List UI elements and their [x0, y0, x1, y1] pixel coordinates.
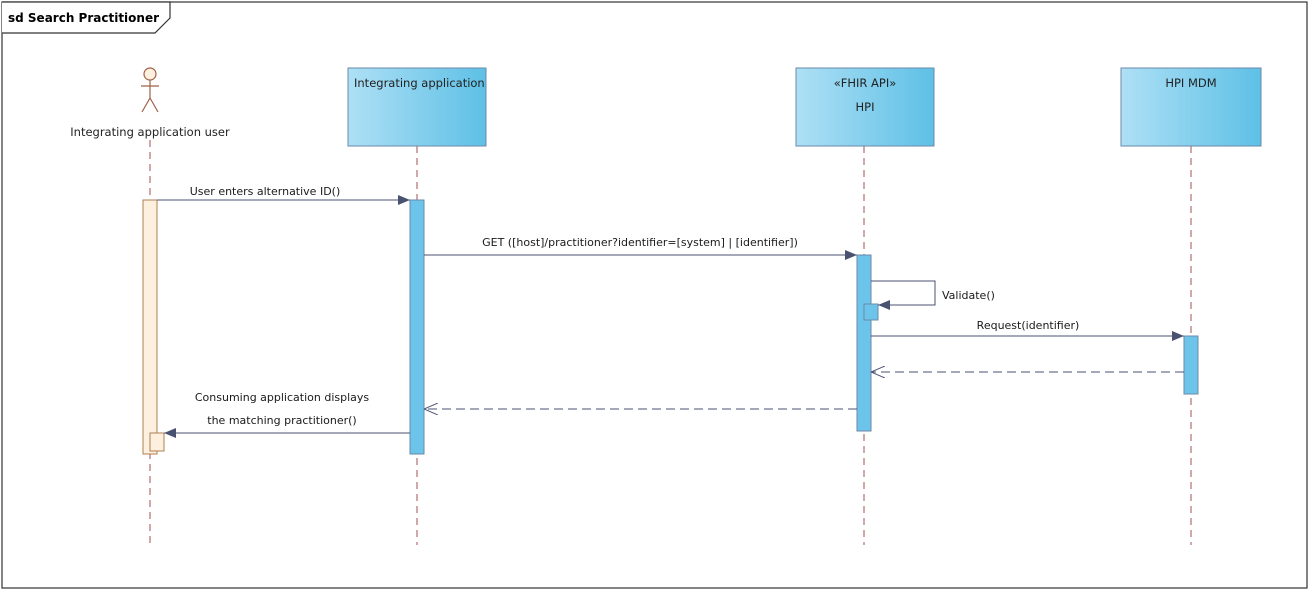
participant-name: Integrating application [354, 76, 485, 90]
message-request-identifier: Request(identifier) [871, 319, 1184, 341]
activations [142, 199, 1199, 455]
participant-name: HPI MDM [1165, 76, 1216, 90]
activation-user [142, 199, 158, 455]
message-label: Request(identifier) [977, 319, 1080, 332]
message-validate: Validate() [871, 280, 995, 310]
message-label-line-2: the matching practitioner() [207, 414, 356, 427]
message-label: GET ([host]/practitioner?identifier=[sys… [482, 236, 798, 249]
message-label: Validate() [942, 289, 995, 302]
stick-figure-icon [141, 67, 159, 113]
participant-integrating-application: Integrating application [347, 67, 487, 147]
actor-name: Integrating application user [70, 125, 230, 139]
activation-user-nested [149, 432, 165, 452]
participant-hpi: «FHIR API» HPI [795, 67, 935, 147]
participant-name: HPI [856, 100, 875, 114]
activation-hpi-mdm [1183, 335, 1199, 395]
actor-integrating-application-user: Integrating application user [70, 67, 230, 139]
message-label: User enters alternative ID() [190, 185, 341, 198]
activation-hpi-nested [863, 303, 879, 321]
participant-hpi-mdm: HPI MDM [1120, 67, 1262, 147]
message-get-practitioner: GET ([host]/practitioner?identifier=[sys… [424, 236, 857, 260]
message-user-enters-alternative-id: User enters alternative ID() [157, 185, 410, 205]
activation-integrating-application [409, 199, 425, 455]
frame-title: sd Search Practitioner [8, 11, 159, 25]
participant-stereotype: «FHIR API» [834, 76, 897, 90]
activation-hpi [856, 254, 872, 432]
message-label-line-1: Consuming application displays [195, 391, 370, 404]
message-display-matching-practitioner: Consuming application displays the match… [164, 391, 410, 438]
messages: User enters alternative ID() GET ([host]… [157, 185, 1184, 438]
